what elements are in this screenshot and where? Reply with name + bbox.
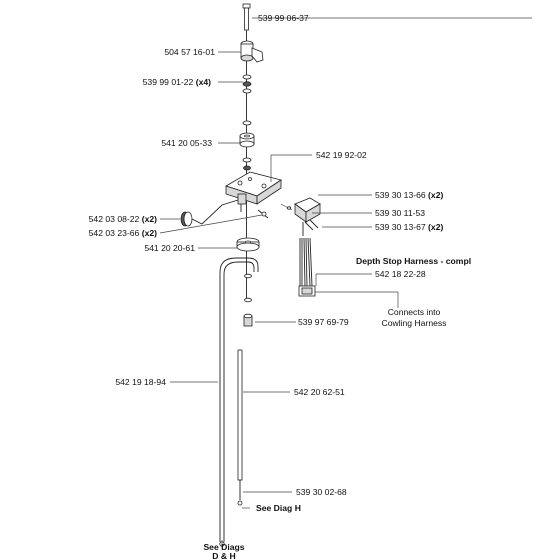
qty-x2-a: (x2) [428,190,443,200]
label-542-03-23-66: 542 03 23-66 (x2) [89,228,157,238]
label-see-diag-h: See Diag H [256,503,301,513]
label-542-19-18-94: 542 19 18-94 [115,377,166,387]
bracket-part [225,171,282,212]
label-cowling-harness: Cowling Harness [382,318,447,328]
qty-x2-c: (x2) [142,214,157,224]
washer-stack-part [242,74,252,126]
label-542-19-92-02: 542 19 92-02 [316,150,367,160]
qty-x2-d: (x2) [142,228,157,238]
leader-lines [159,17,532,546]
label-539-30-02-68: 539 30 02-68 [296,487,347,497]
label-connects-into: Connects into [388,307,441,317]
label-see-diags: See Diags [203,542,244,552]
washer-part [236,237,260,252]
label-541-20-05-33: 541 20 05-33 [161,138,212,148]
harness-part [298,237,316,297]
label-542-03-08-22: 542 03 08-22 (x2) [89,214,157,224]
screw-part [257,209,269,219]
qty-x4: (x4) [196,77,211,87]
shaft-washers [244,273,252,303]
label-539-99-06-37: 539 99 06-37 [258,13,309,23]
qty-x2-b: (x2) [428,222,443,232]
label-539-30-13-66: 539 30 13-66 (x2) [375,190,443,200]
label-504-57-16-01: 504 57 16-01 [164,47,215,57]
label-542-18-22-28: 542 18 22-28 [375,269,426,279]
knob-part [180,199,239,227]
label-542-20-62-51: 542 20 62-51 [294,387,345,397]
label-541-20-20-61: 541 20 20-61 [144,243,195,253]
label-539-97-69-79: 539 97 69-79 [298,317,349,327]
label-539-30-11-53: 539 30 11-53 [375,208,425,218]
switch-part [280,197,321,236]
label-depth-stop-harness: Depth Stop Harness - compl [356,256,471,266]
label-539-99-01-22: 539 99 01-22 (x4) [143,77,211,87]
label-539-30-13-67: 539 30 13-67 (x2) [375,222,443,232]
spacer-part [239,132,255,171]
clamp-part [240,40,264,63]
bolt-part [242,3,251,31]
nut-part [243,313,253,327]
rod-part [237,349,243,506]
label-d-and-h: D & H [212,551,235,560]
